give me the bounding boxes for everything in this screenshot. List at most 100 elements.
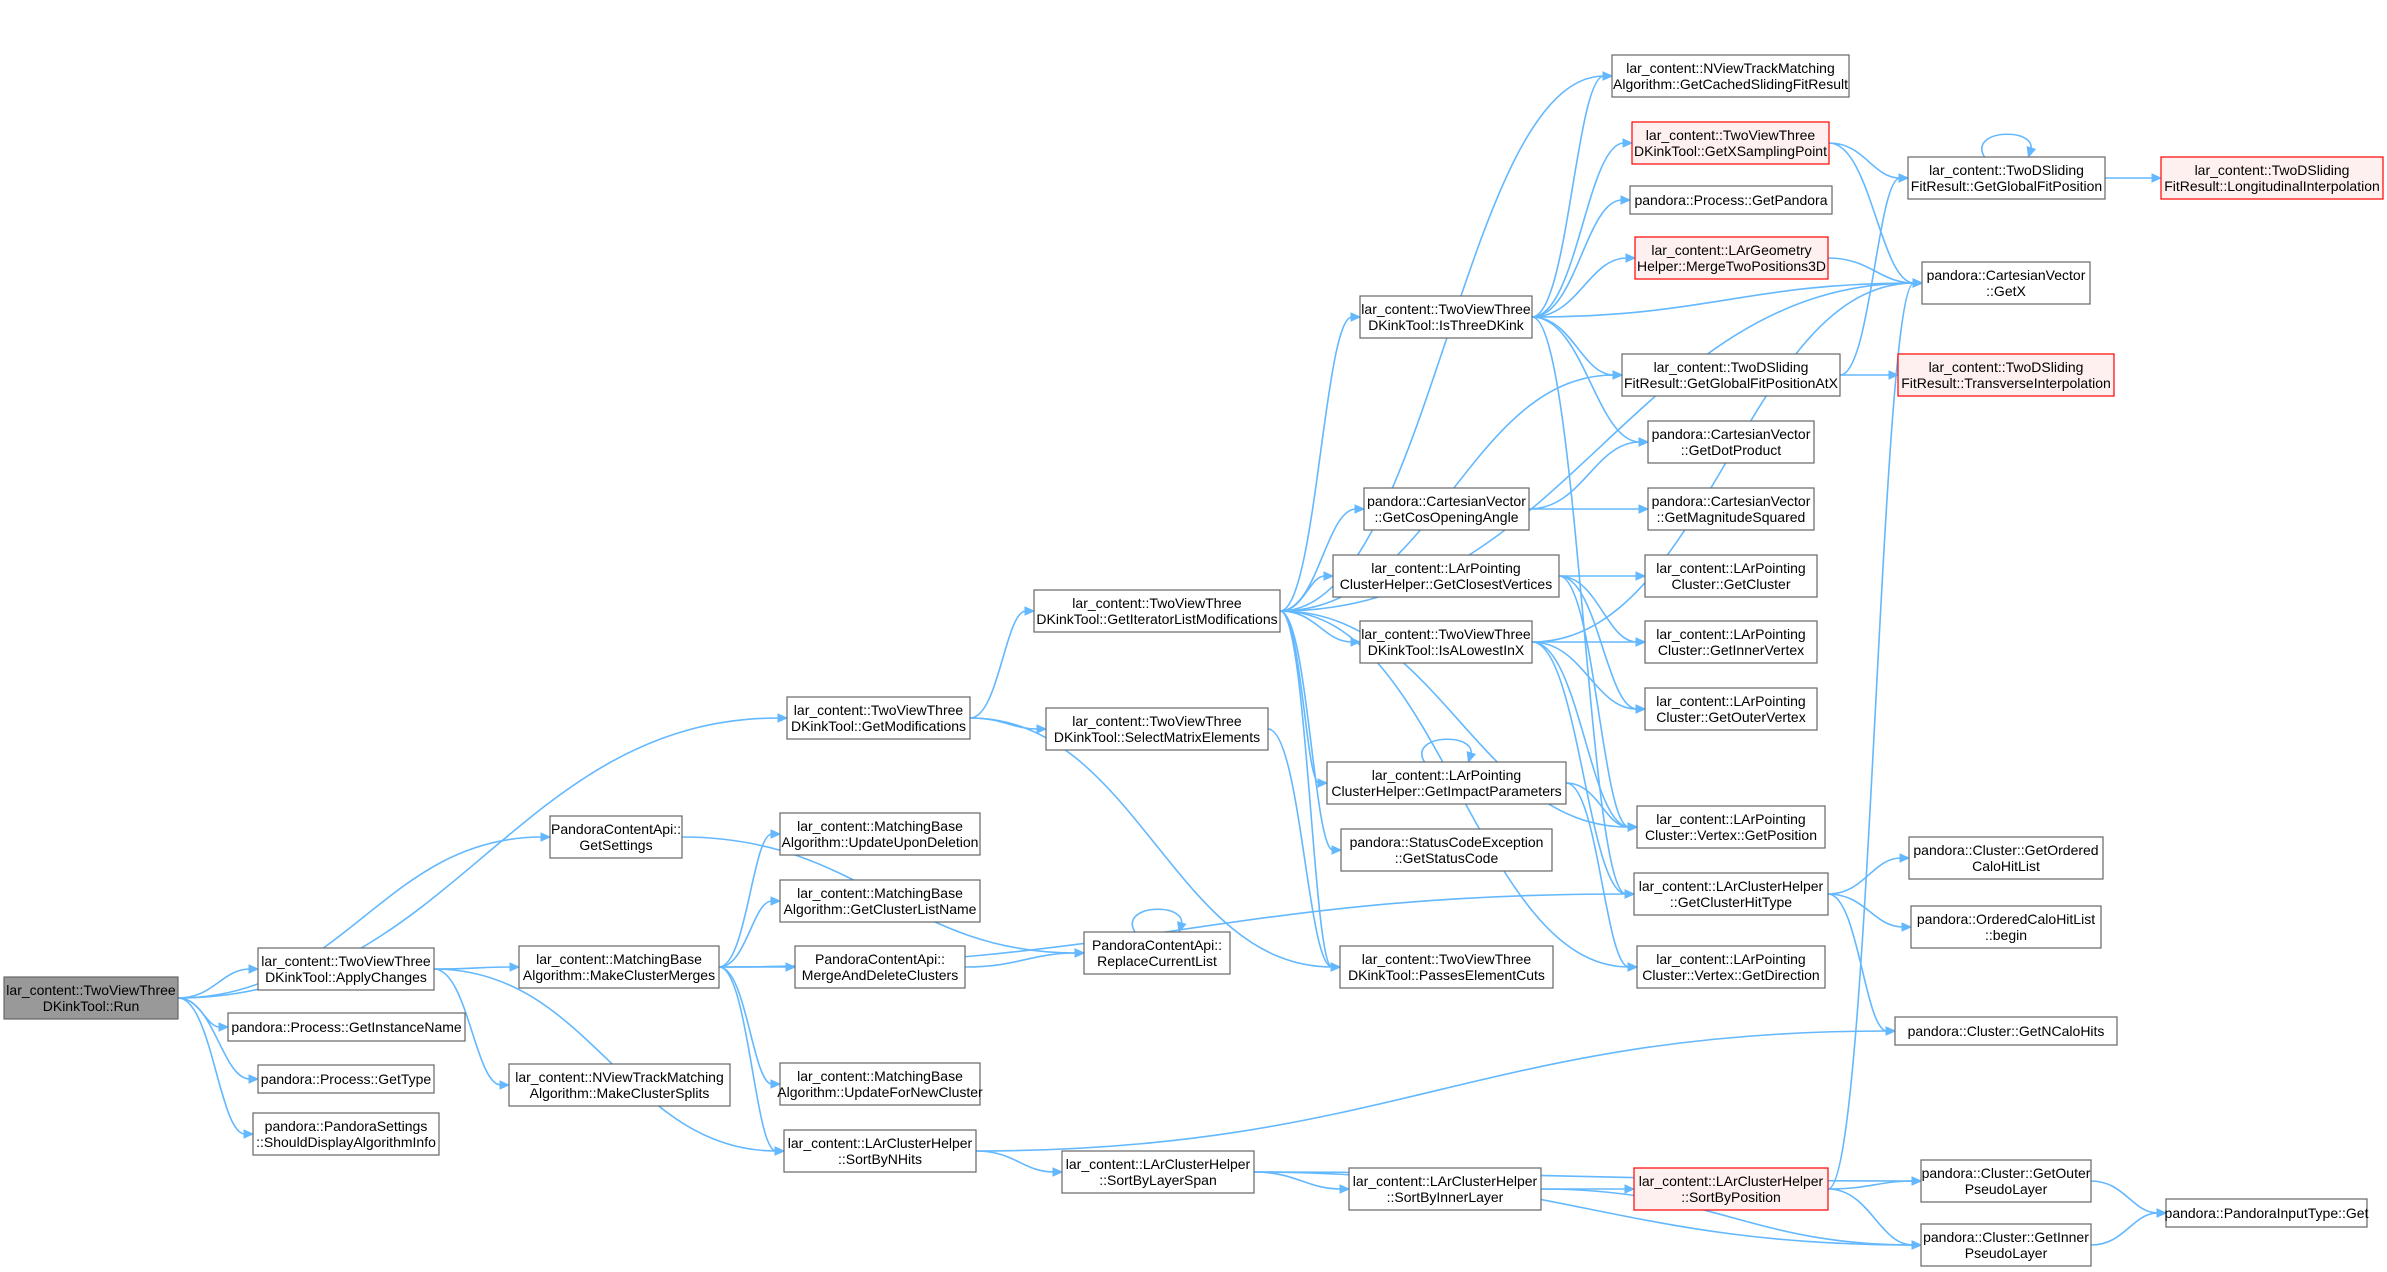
edge-isalowestinx-to-getclusterhittype: [1531, 641, 1627, 895]
node-label-line: ::GetMagnitudeSquared: [1657, 509, 1806, 525]
node-box: [252, 1112, 440, 1156]
node-sortbylayerspan[interactable]: lar_content::LArClusterHelper::SortByLay…: [1061, 1150, 1255, 1194]
edge-getiterlistmods-to-passeselementcuts: [1279, 610, 1333, 968]
node-getoutervertex[interactable]: lar_content::LArPointingCluster::GetOute…: [1644, 687, 1818, 731]
node-box: [1644, 554, 1818, 598]
edge-isthreedkink-to-getdotproduct: [1531, 316, 1641, 443]
edge-run-to-getinstancename: [177, 997, 221, 1028]
node-getclusterhittype[interactable]: lar_content::LArClusterHelper::GetCluste…: [1633, 872, 1829, 916]
node-longitudinalinterp[interactable]: lar_content::TwoDSlidingFitResult::Longi…: [2160, 156, 2384, 200]
edge-isalowestinx-to-getoutervertex: [1531, 641, 1638, 710]
node-orderedcalobegin[interactable]: pandora::OrderedCaloHitList::begin: [1910, 905, 2102, 949]
node-isalowestinx[interactable]: lar_content::TwoViewThreeDKinkTool::IsAL…: [1359, 620, 1533, 664]
node-getmagsquared[interactable]: pandora::CartesianVector::GetMagnitudeSq…: [1647, 487, 1815, 531]
node-getimpactparams[interactable]: lar_content::LArPointingClusterHelper::G…: [1326, 761, 1567, 805]
node-makeclustermerges[interactable]: lar_content::MatchingBaseAlgorithm::Make…: [518, 945, 720, 989]
arrowhead-makeclustermerges-to-updatefornew: [770, 1079, 782, 1089]
node-label-line: ::begin: [1985, 927, 2027, 943]
node-getxsampling[interactable]: lar_content::TwoViewThreeDKinkTool::GetX…: [1631, 121, 1830, 165]
node-getstatuscode[interactable]: pandora::StatusCodeException::GetStatusC…: [1340, 828, 1553, 872]
node-gettype[interactable]: pandora::Process::GetType: [257, 1064, 435, 1094]
node-getncalohits[interactable]: pandora::Cluster::GetNCaloHits: [1894, 1016, 2118, 1046]
node-vertexgetposition[interactable]: lar_content::LArPointingCluster::Vertex:…: [1636, 805, 1826, 849]
node-getinnervertex[interactable]: lar_content::LArPointingCluster::GetInne…: [1644, 620, 1818, 664]
node-sortbyinnerlayer[interactable]: lar_content::LArClusterHelper::SortByInn…: [1348, 1167, 1542, 1211]
node-label-line: ClusterHelper::GetClosestVertices: [1340, 576, 1552, 592]
node-sortbynhits[interactable]: lar_content::LArClusterHelper::SortByNHi…: [783, 1129, 977, 1173]
node-label-line: lar_content::TwoViewThree: [261, 953, 431, 969]
edge-sortbynhits-to-getncalohits: [975, 1030, 1888, 1152]
arrowhead-getimpactparams-to-getimpactparams: [1466, 751, 1477, 764]
node-mergeanddelete[interactable]: PandoraContentApi::MergeAndDeleteCluster…: [794, 945, 966, 989]
arrowhead-getmods-to-selectmatrix: [1036, 724, 1048, 734]
node-box: [1363, 487, 1530, 531]
edge-getiterlistmods-to-getstatuscode: [1279, 610, 1334, 851]
node-pandorainputtypeget[interactable]: pandora::PandoraInputType::Get: [2165, 1198, 2369, 1228]
edge-run-to-gettype: [177, 997, 251, 1080]
node-getglobalfitposatx[interactable]: lar_content::TwoDSlidingFitResult::GetGl…: [1621, 353, 1841, 397]
node-label-line: lar_content::LArGeometry: [1651, 242, 1811, 258]
edge-makeclustermerges-to-getclusterlistname: [718, 900, 773, 968]
node-label-line: lar_content::TwoDSliding: [1929, 359, 2084, 375]
arrowhead-getclusterhittype-to-getorderedcalohitlist: [1899, 853, 1911, 863]
node-getglobalfitpos[interactable]: lar_content::TwoDSlidingFitResult::GetGl…: [1907, 156, 2106, 200]
node-sortbyposition[interactable]: lar_content::LArClusterHelper::SortByPos…: [1633, 1167, 1829, 1211]
node-box: [1083, 931, 1231, 975]
node-label-line: pandora::CartesianVector: [1927, 267, 2086, 283]
node-getsettings[interactable]: PandoraContentApi::GetSettings: [549, 815, 683, 859]
arrowhead-getcosopening-to-getdotproduct: [1638, 437, 1650, 447]
node-getcosopening[interactable]: pandora::CartesianVector::GetCosOpeningA…: [1363, 487, 1530, 531]
node-getcachedsliding[interactable]: lar_content::NViewTrackMatchingAlgorithm…: [1611, 54, 1850, 98]
node-selectmatrix[interactable]: lar_content::TwoViewThreeDKinkTool::Sele…: [1045, 707, 1269, 751]
node-box: [1045, 707, 1269, 751]
node-passeselementcuts[interactable]: lar_content::TwoViewThreeDKinkTool::Pass…: [1339, 945, 1554, 989]
node-label-line: DKinkTool::SelectMatrixElements: [1054, 729, 1260, 745]
node-updatupondeletion[interactable]: lar_content::MatchingBaseAlgorithm::Upda…: [779, 812, 981, 856]
node-makeclustersplits[interactable]: lar_content::NViewTrackMatchingAlgorithm…: [508, 1063, 731, 1107]
node-getdotproduct[interactable]: pandora::CartesianVector::GetDotProduct: [1647, 420, 1815, 464]
node-isthreedkink[interactable]: lar_content::TwoViewThreeDKinkTool::IsTh…: [1359, 295, 1533, 339]
node-getcluster[interactable]: lar_content::LArPointingCluster::GetClus…: [1644, 554, 1818, 598]
arrowhead-run-to-shoulddisplay: [243, 1129, 255, 1139]
node-transverseinterp[interactable]: lar_content::TwoDSlidingFitResult::Trans…: [1897, 353, 2115, 397]
node-box: [779, 812, 981, 856]
edge-getxsampling-to-getglobalfitpos: [1828, 142, 1901, 179]
edge-replacecurrentlist-to-replacecurrentlist: [1131, 908, 1183, 933]
arrowhead-run-to-getmods: [777, 713, 789, 723]
node-getpandora[interactable]: pandora::Process::GetPandora: [1629, 185, 1833, 215]
node-cartesiangetx[interactable]: pandora::CartesianVector::GetX: [1921, 261, 2091, 305]
node-vertexgetdirection[interactable]: lar_content::LArPointingCluster::Vertex:…: [1636, 945, 1826, 989]
edge-sortbynhits-to-sortbylayerspan: [975, 1150, 1055, 1173]
node-label-line: PseudoLayer: [1965, 1245, 2048, 1261]
arrowhead-run-to-applychanges: [248, 964, 260, 974]
node-getmods[interactable]: lar_content::TwoViewThreeDKinkTool::GetM…: [786, 696, 971, 740]
node-updatefornew[interactable]: lar_content::MatchingBaseAlgorithm::Upda…: [777, 1062, 983, 1106]
node-box: [1636, 945, 1826, 989]
node-label-line: lar_content::TwoViewThree: [1361, 301, 1531, 317]
arrowhead-getiterlistmods-to-passeselementcuts: [1330, 962, 1342, 972]
arrowhead-isthreedkink-to-getpandora: [1620, 195, 1632, 205]
edge-getglobalfitpos-to-getglobalfitpos: [1981, 133, 2032, 158]
node-label-line: pandora::CartesianVector: [1367, 493, 1526, 509]
node-label-line: Helper::MergeTwoPositions3D: [1637, 258, 1826, 274]
edge-getiterlistmods-to-getcachedsliding: [1279, 75, 1605, 612]
node-shoulddisplay[interactable]: pandora::PandoraSettings::ShouldDisplayA…: [252, 1112, 440, 1156]
node-getiterlistmods[interactable]: lar_content::TwoViewThreeDKinkTool::GetI…: [1033, 589, 1281, 633]
edge-sortbyinnerlayer-to-getinnerpseudo: [1540, 1188, 1914, 1246]
node-replacecurrentlist[interactable]: PandoraContentApi::ReplaceCurrentList: [1083, 931, 1231, 975]
node-box: [1636, 805, 1826, 849]
node-getclusterlistname[interactable]: lar_content::MatchingBaseAlgorithm::GetC…: [779, 879, 981, 923]
node-getinstancename[interactable]: pandora::Process::GetInstanceName: [227, 1012, 466, 1042]
arrowhead-applychanges-to-makeclustermerges: [509, 962, 521, 972]
arrowhead-mergeanddelete-to-replacecurrentlist: [1074, 948, 1086, 958]
node-applychanges[interactable]: lar_content::TwoViewThreeDKinkTool::Appl…: [257, 947, 435, 991]
node-label-line: pandora::PandoraSettings: [265, 1118, 428, 1134]
node-label-line: ::ShouldDisplayAlgorithmInfo: [256, 1134, 436, 1150]
node-mergetwopositions[interactable]: lar_content::LArGeometryHelper::MergeTwo…: [1634, 236, 1829, 280]
node-label-line: ::GetCosOpeningAngle: [1375, 509, 1519, 525]
node-getclosestvertices[interactable]: lar_content::LArPointingClusterHelper::G…: [1332, 554, 1560, 598]
